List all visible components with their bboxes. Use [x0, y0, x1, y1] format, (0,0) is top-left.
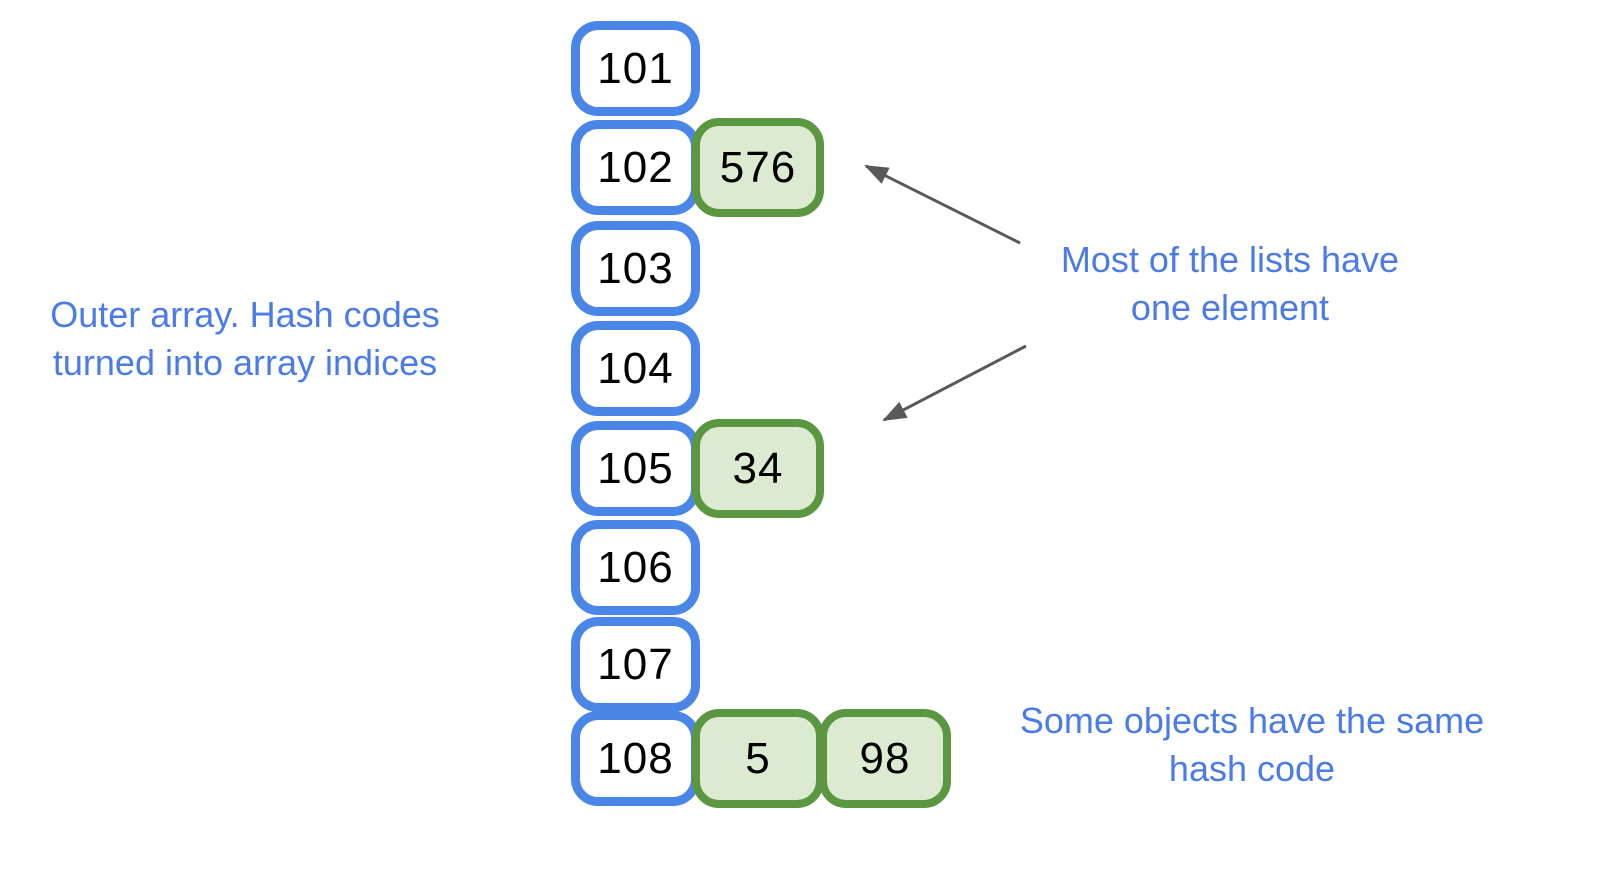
collision-note: Some objects have the same hash code [972, 697, 1532, 793]
array-cell-103: 103 [571, 221, 700, 316]
lists-note: Most of the lists have one element [1000, 236, 1460, 332]
array-cell-107: 107 [571, 617, 700, 712]
collision-note-line2: hash code [1168, 748, 1336, 789]
array-row-101: 101 [571, 21, 700, 120]
array-row-102: 102 576 [571, 118, 824, 219]
outer-array-label-line1: Outer array. Hash codes [50, 294, 440, 335]
array-cell-104: 104 [571, 321, 700, 416]
array-cell-102: 102 [571, 120, 700, 215]
list-node-34: 34 [692, 419, 824, 518]
collision-note-line1: Some objects have the same [1019, 700, 1485, 741]
list-node-5: 5 [692, 709, 824, 808]
arrow-to-34-icon [882, 344, 1027, 422]
array-row-106: 106 [571, 520, 700, 619]
array-row-104: 104 [571, 321, 700, 420]
array-cell-106: 106 [571, 520, 700, 615]
array-row-107: 107 [571, 617, 700, 716]
array-row-103: 103 [571, 221, 700, 320]
array-row-105: 105 34 [571, 419, 824, 520]
array-cell-108: 108 [571, 711, 700, 806]
outer-array-label-line2: turned into array indices [52, 342, 438, 383]
list-node-98: 98 [819, 709, 951, 808]
lists-note-line2: one element [1130, 287, 1330, 328]
array-cell-101: 101 [571, 21, 700, 116]
list-node-576: 576 [692, 118, 824, 217]
outer-array-label: Outer array. Hash codes turned into arra… [15, 291, 475, 387]
array-cell-105: 105 [571, 421, 700, 516]
lists-note-line1: Most of the lists have [1060, 239, 1400, 280]
arrow-to-576-icon [864, 164, 1021, 245]
array-row-108: 108 5 98 [571, 709, 951, 810]
